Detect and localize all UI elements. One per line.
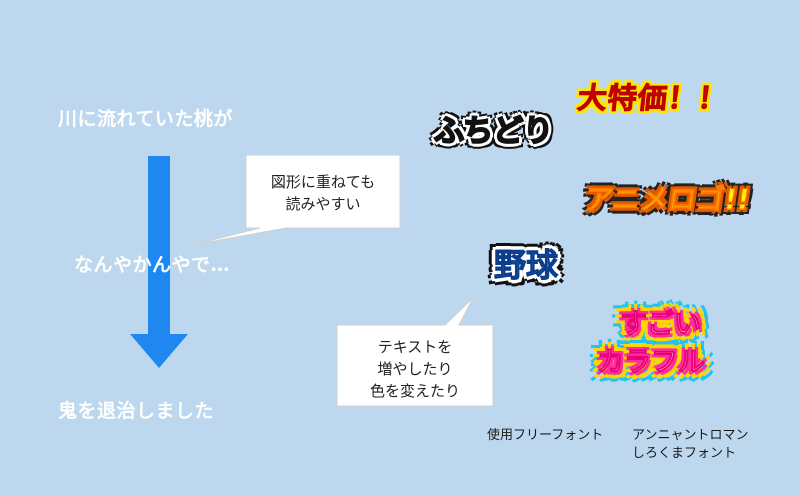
deco-word-yakyu: 野球 xyxy=(493,246,559,285)
credit-font-shirokuma: しろくまフォント xyxy=(632,446,737,461)
story-line-1: 川に流れていた桃が xyxy=(58,108,233,130)
deco-word-fuchidori: ふちどり xyxy=(433,113,554,150)
speech-callout-top: 図形に重ねても 読みやすい xyxy=(190,155,402,247)
deco-word-anime-logo: アニメロゴ!! xyxy=(582,183,753,217)
callout-top-text: 図形に重ねても 読みやすい xyxy=(270,173,376,213)
deco-word-colorful: カラフル xyxy=(597,347,706,379)
deco-word-taitokka: 大特価！！ xyxy=(576,81,731,116)
speech-callout-bottom: テキストを 増やしたり 色を変えたり xyxy=(335,296,495,408)
story-line-2: なんやかんやで… xyxy=(74,254,231,276)
callout-bottom-text: テキストを 増やしたり 色を変えたり xyxy=(369,338,460,400)
down-arrow-icon xyxy=(130,156,188,368)
deco-word-sugoi: すごい xyxy=(620,309,702,341)
credit-font-ancient-roman: アンニャントロマン xyxy=(632,428,749,443)
credit-label: 使用フリーフォント xyxy=(487,428,604,443)
story-line-3: 鬼を退治しました xyxy=(58,400,215,422)
